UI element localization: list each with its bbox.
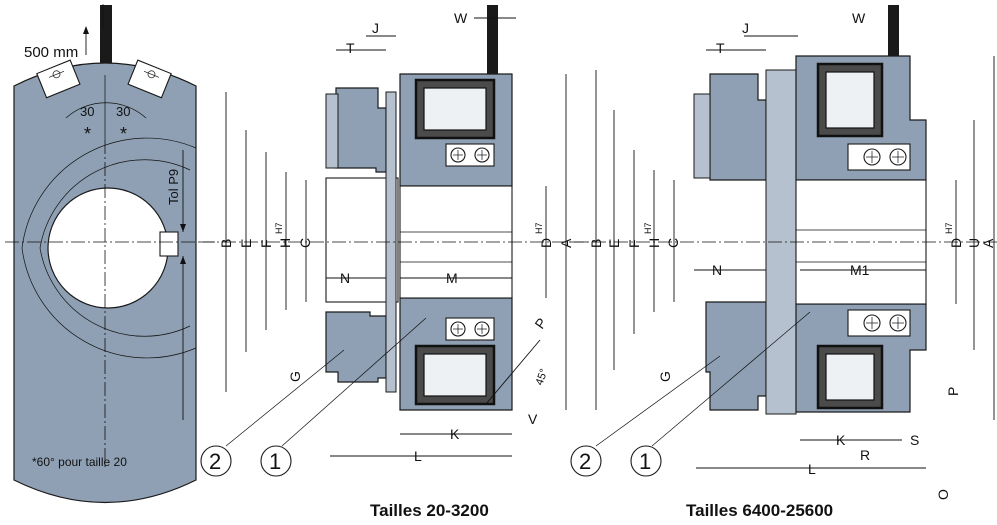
small-callout-2-label: 2: [209, 449, 221, 474]
end-view-footnote: *60° pour taille 20: [32, 455, 127, 469]
small-title: Tailles 20-3200: [370, 501, 489, 520]
small-dim-D-sup: H7: [534, 222, 544, 234]
small-callout-2: [200, 445, 232, 477]
small-dim-A: A: [558, 238, 574, 248]
large-cable: [888, 5, 899, 75]
small-dim-M: M: [446, 270, 458, 286]
end-view-cable-label: 500 mm: [24, 44, 78, 61]
small-dim-W: W: [454, 10, 468, 26]
end-view-star-left: *: [84, 124, 91, 144]
small-cable: [487, 5, 498, 75]
large-dim-R: R: [860, 447, 870, 463]
small-dim-L: L: [414, 448, 422, 464]
large-dim-H-sup: H7: [643, 222, 653, 234]
large-dim-J: J: [742, 20, 749, 36]
large-dim-E: E: [606, 239, 622, 248]
small-dim-F: F: [258, 239, 274, 248]
small-callout-1: [260, 445, 292, 477]
large-callout-1: [630, 445, 662, 477]
large-dim-G: G: [657, 371, 673, 382]
large-dim-W: W: [852, 10, 866, 26]
end-view-bore: [47, 187, 169, 309]
large-dim-H: H: [646, 238, 662, 248]
section-large: J T W B E F H H7 C D H7 U A N M1 G K S R…: [570, 5, 997, 520]
end-view: 500 mm 30 30 * * Tol P9 *60° pour taille…: [5, 4, 215, 504]
small-dim-G: G: [287, 371, 303, 382]
small-dim-C: C: [297, 238, 313, 248]
large-dim-A: A: [980, 238, 996, 248]
end-view-keyway-label: Tol P9: [166, 169, 181, 205]
large-dim-L: L: [808, 461, 816, 477]
large-dim-C: C: [665, 238, 681, 248]
large-callout-1-label: 1: [639, 449, 651, 474]
small-dim-P: P: [531, 315, 549, 332]
screw-lug-right: [127, 59, 172, 99]
large-callout-2-label: 2: [579, 449, 591, 474]
large-dim-B: B: [588, 239, 604, 248]
large-dim-K: K: [836, 432, 846, 448]
small-dim-K: K: [450, 426, 460, 442]
end-view-keyway: [159, 231, 179, 257]
large-dim-D: D: [948, 238, 964, 248]
small-dim-H-sup: H7: [274, 222, 284, 234]
small-dim-N: N: [340, 270, 350, 286]
end-view-angle-left: 30: [80, 104, 94, 119]
large-dim-M1: M1: [850, 262, 870, 278]
large-dim-S: S: [910, 432, 919, 448]
large-dim-D-sup: H7: [944, 222, 954, 234]
small-dim-angle: 45°: [534, 367, 551, 387]
small-armature-hub: [335, 87, 387, 173]
small-dim-T: T: [346, 40, 355, 56]
small-dim-B: B: [218, 239, 234, 248]
large-armature-hub: [709, 73, 767, 181]
large-dim-T: T: [716, 40, 725, 56]
large-callout-2: [570, 445, 602, 477]
screw-lug-left: [36, 59, 81, 99]
large-dim-P: P: [945, 387, 961, 396]
large-title: Tailles 6400-25600: [686, 501, 833, 520]
section-small: J T W B E F H H7 C D H7 A N M G K V L P …: [200, 5, 590, 520]
small-dim-E: E: [238, 239, 254, 248]
large-dim-O: O: [935, 489, 951, 500]
end-view-star-right: *: [120, 124, 127, 144]
large-dim-N: N: [712, 262, 722, 278]
small-dim-V: V: [528, 411, 538, 427]
small-callout-1-label: 1: [269, 449, 281, 474]
small-dim-H: H: [277, 238, 293, 248]
large-dim-U: U: [966, 238, 982, 248]
end-view-angle-right: 30: [116, 104, 130, 119]
large-dim-F: F: [626, 239, 642, 248]
small-dim-D: D: [538, 238, 554, 248]
small-dim-J: J: [372, 20, 379, 36]
